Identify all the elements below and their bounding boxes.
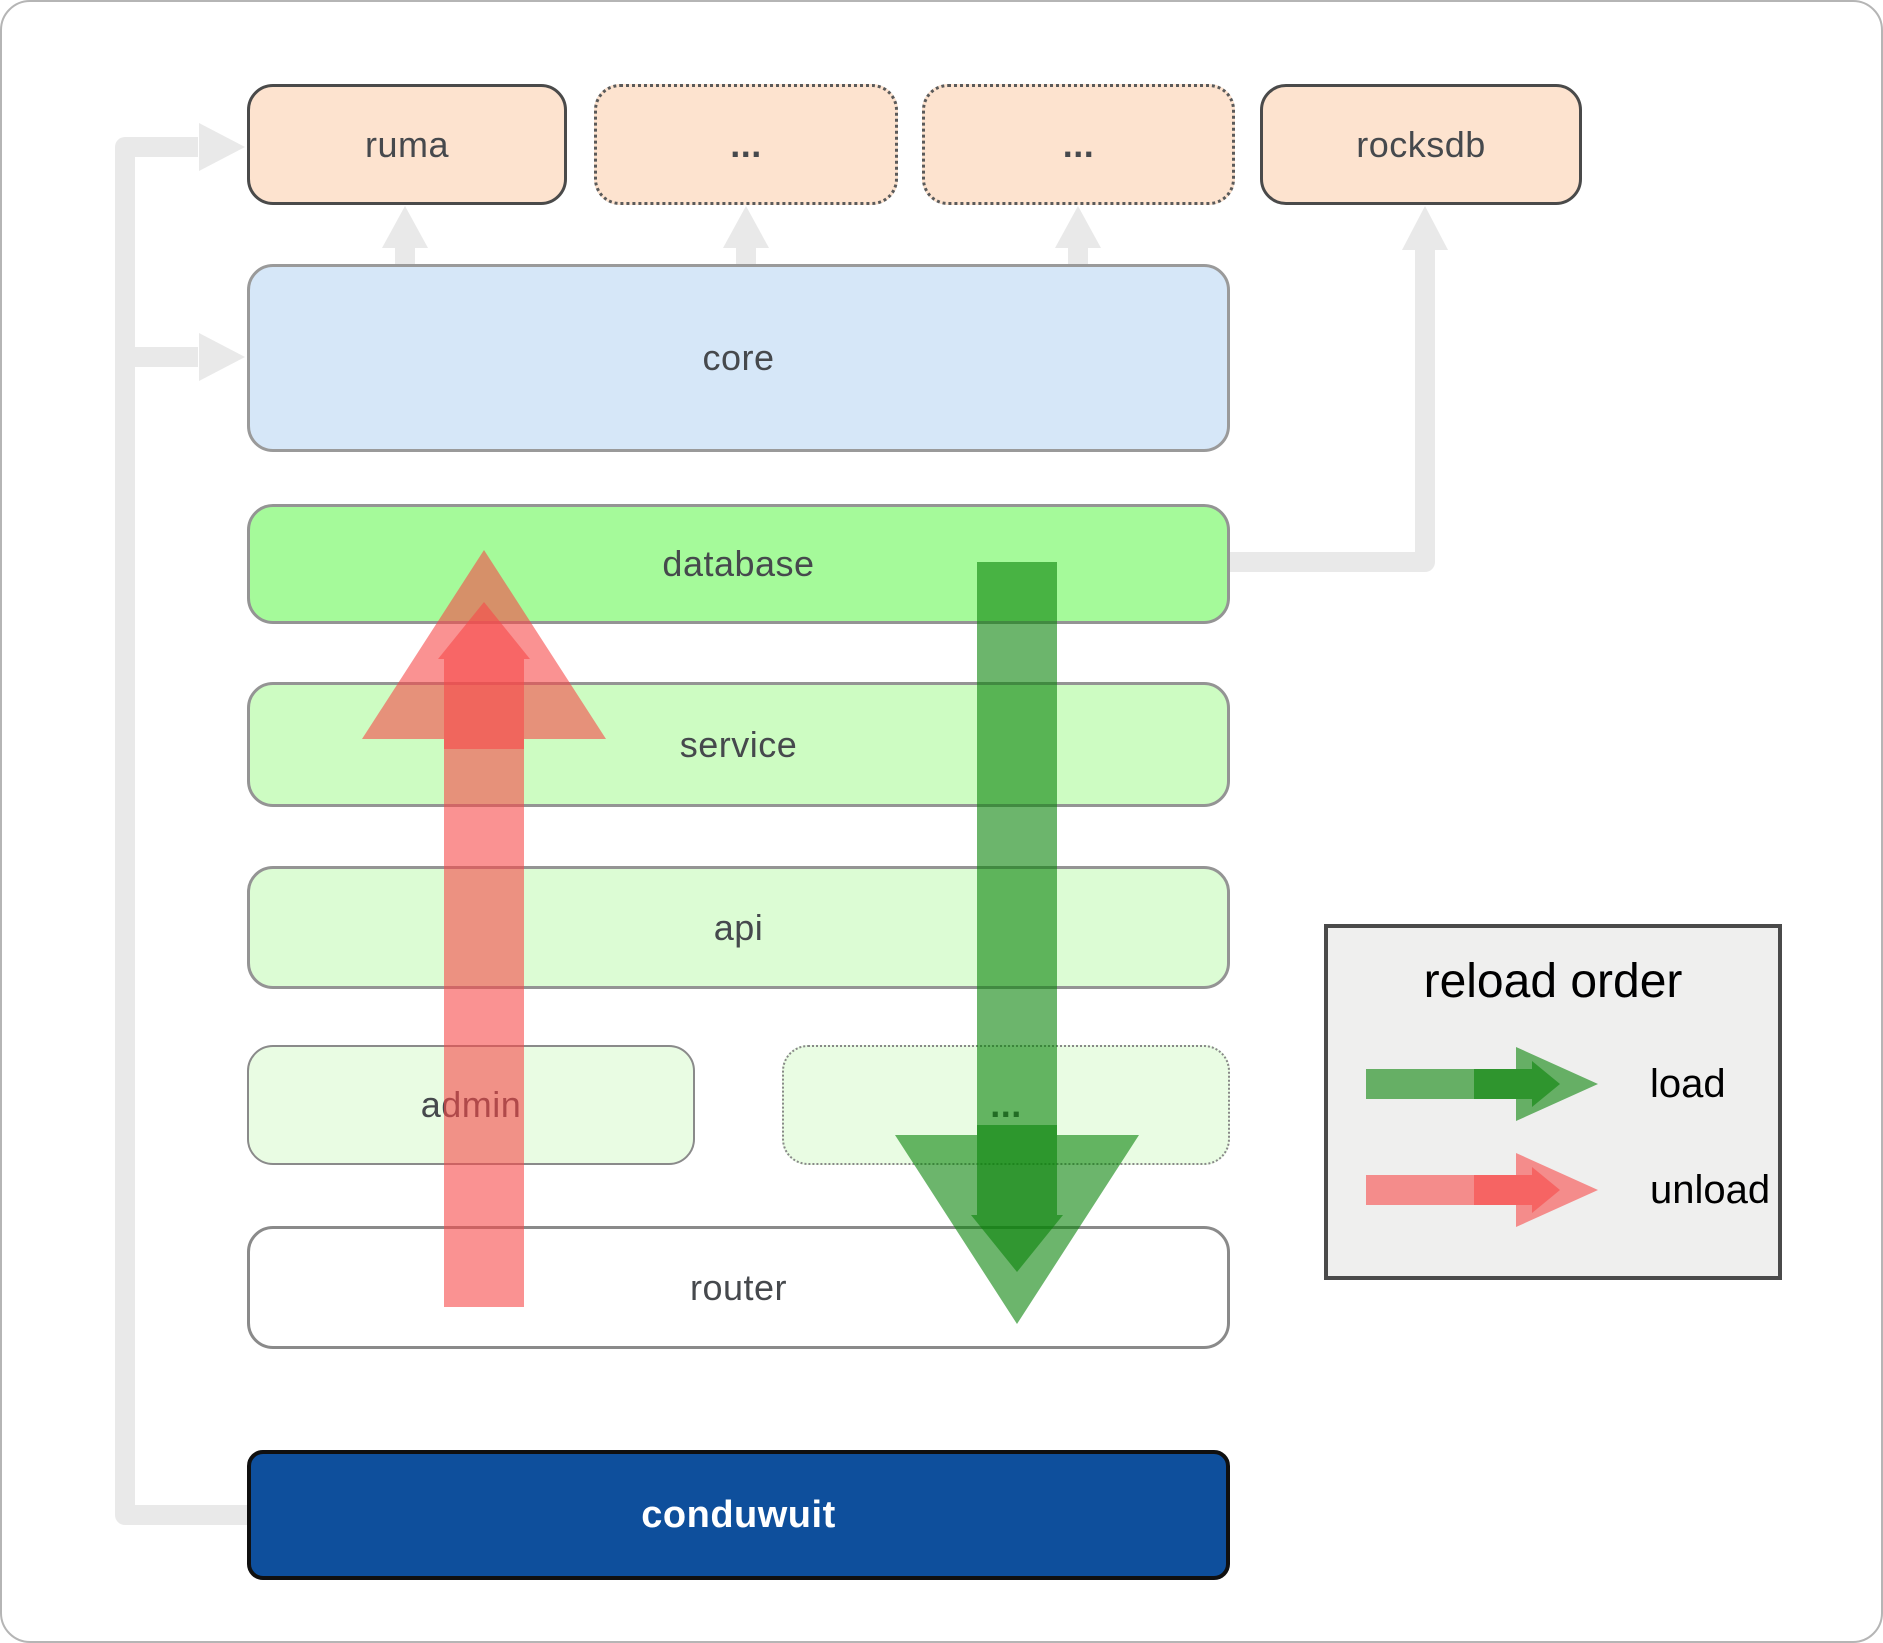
box-core: core [247, 264, 1230, 452]
box-admin-label: admin [420, 1084, 522, 1125]
legend-unload-label: unload [1650, 1167, 1771, 1212]
box-ellipsis-1: ... [594, 84, 898, 205]
box-ruma-label: ruma [364, 123, 450, 165]
box-database: database [247, 504, 1230, 624]
arrowhead-core-to-ellipsis1-icon [723, 206, 769, 248]
arrowhead-into-core-icon [199, 333, 245, 381]
box-ellipsis-3: ... [782, 1045, 1230, 1165]
legend-row-unload: unload [1366, 1145, 1778, 1235]
box-ruma: ruma [247, 84, 567, 205]
box-api: api [247, 866, 1230, 989]
box-service-label: service [679, 723, 798, 765]
box-rocksdb: rocksdb [1260, 84, 1582, 205]
legend-row-load: load [1366, 1039, 1778, 1129]
load-arrow-icon [1366, 1047, 1598, 1121]
legend-reload-order: reload order load unload [1324, 924, 1782, 1280]
box-ellipsis-2-label: ... [1062, 123, 1095, 165]
box-ellipsis-1-label: ... [730, 123, 762, 165]
box-ellipsis-2: ... [922, 84, 1235, 205]
box-ellipsis-3-label: ... [990, 1084, 1022, 1125]
legend-title: reload order [1423, 955, 1683, 1008]
unload-arrow-icon [1366, 1153, 1598, 1227]
box-router-label: router [689, 1266, 788, 1308]
arrowhead-into-rocksdb-icon [1402, 206, 1448, 250]
box-router: router [247, 1226, 1230, 1349]
connector-database-to-rocksdb [1230, 249, 1435, 572]
connector-conduwuit-to-ruma [115, 137, 250, 1525]
arrowhead-core-to-ellipsis2-icon [1055, 206, 1101, 248]
box-conduwuit: conduwuit [247, 1450, 1230, 1580]
arrowhead-core-to-ruma-icon [382, 206, 428, 248]
arrowhead-into-ruma-icon [199, 123, 245, 171]
box-core-label: core [702, 337, 775, 378]
box-rocksdb-label: rocksdb [1356, 123, 1486, 165]
box-admin: admin [247, 1045, 695, 1165]
box-database-label: database [662, 543, 815, 584]
box-conduwuit-label: conduwuit [641, 1493, 836, 1536]
box-service: service [247, 682, 1230, 807]
legend-load-label: load [1650, 1061, 1726, 1106]
box-api-label: api [713, 906, 764, 948]
